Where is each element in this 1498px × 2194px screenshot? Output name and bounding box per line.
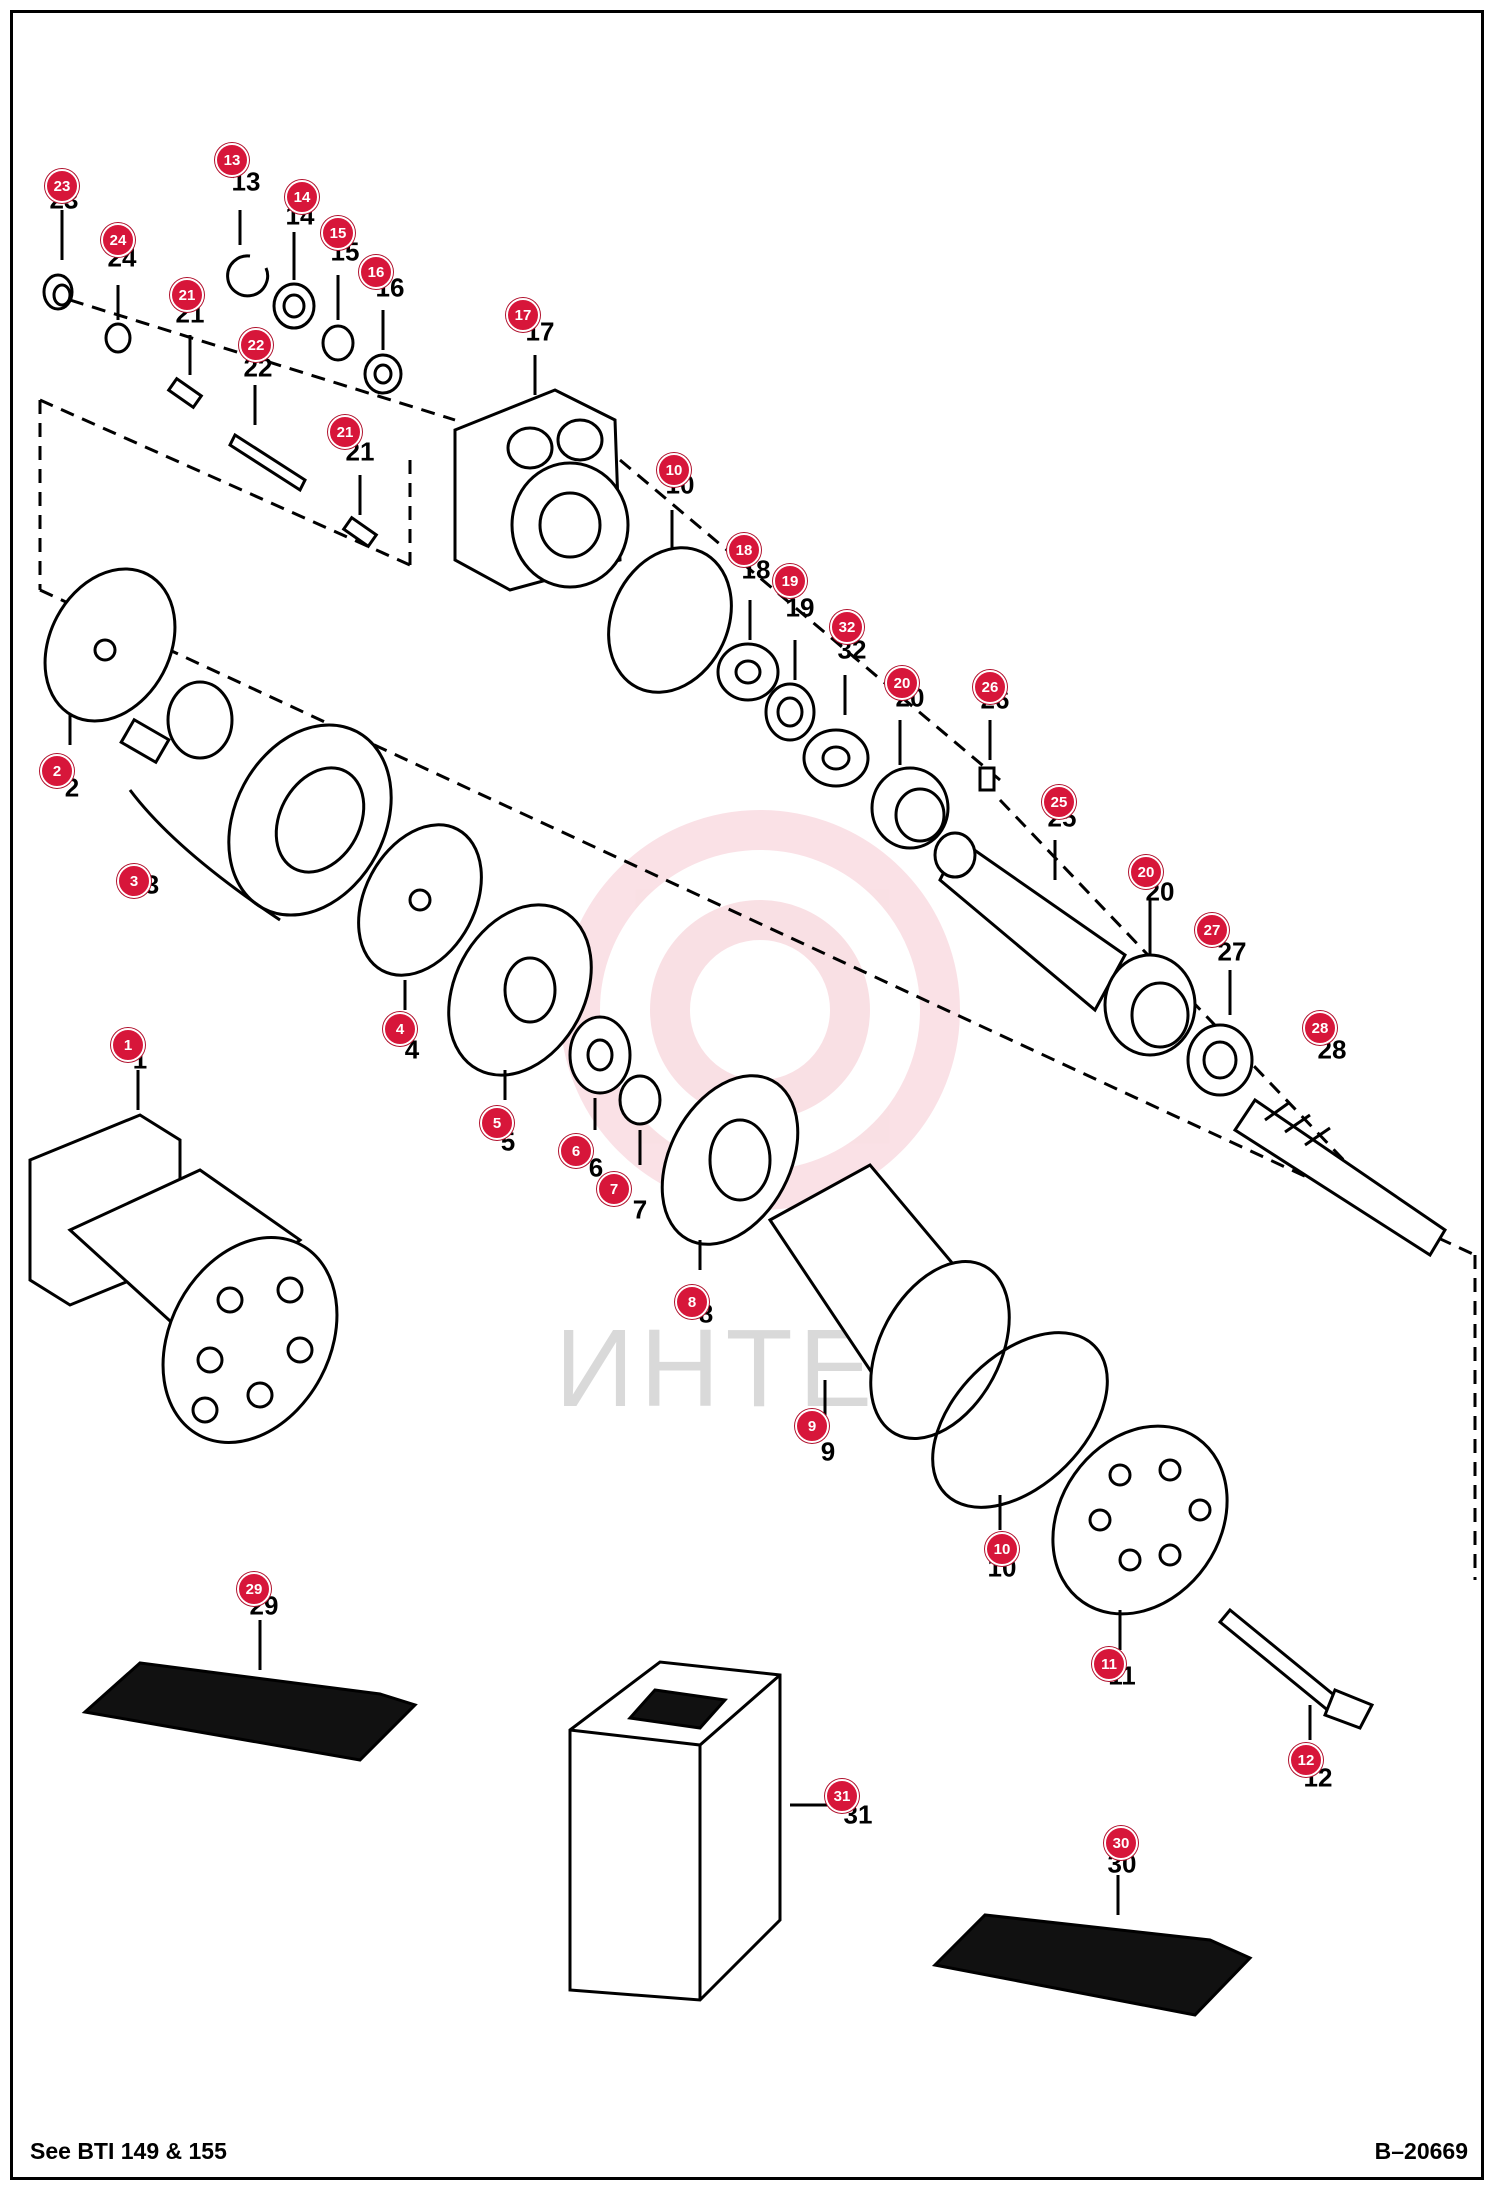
valve-plate-5-icon xyxy=(447,903,593,1077)
splined-shaft-28-icon xyxy=(1232,1097,1448,1258)
o-ring-15-icon xyxy=(321,324,355,362)
manifold-plate-8-icon xyxy=(660,1074,800,1246)
drawing-frame xyxy=(10,10,1484,2180)
spring-21-icon xyxy=(166,376,204,410)
part-number-6: 6 xyxy=(588,1152,604,1183)
callout-13[interactable]: 13 xyxy=(215,143,249,177)
callout-1[interactable]: 1 xyxy=(111,1028,145,1062)
seal-27-icon xyxy=(1186,1023,1254,1097)
seal-ring-10-icon xyxy=(607,546,733,694)
part-number-9: 9 xyxy=(820,1436,836,1467)
valve-6-icon xyxy=(568,1015,632,1095)
valve-housing-17-icon xyxy=(453,388,630,592)
callout-26[interactable]: 26 xyxy=(973,670,1007,704)
seal-kit-box-31-icon xyxy=(568,1660,782,2002)
seal-16-icon xyxy=(363,353,403,395)
callout-29[interactable]: 29 xyxy=(237,1572,271,1606)
output-shaft-25-icon xyxy=(933,831,1127,1013)
callout-21[interactable]: 21 xyxy=(170,278,204,312)
callout-7[interactable]: 7 xyxy=(597,1172,631,1206)
check-valve-22-icon xyxy=(228,432,307,493)
decal-29-icon xyxy=(81,1661,418,1762)
spring-21-lower-icon xyxy=(341,515,379,549)
callout-4[interactable]: 4 xyxy=(383,1012,417,1046)
part-number-7: 7 xyxy=(632,1194,648,1225)
sleeve-9-icon xyxy=(767,1163,1011,1440)
callout-6[interactable]: 6 xyxy=(559,1134,593,1168)
callout-10[interactable]: 10 xyxy=(657,453,691,487)
o-ring-7-icon xyxy=(618,1074,662,1126)
callout-20[interactable]: 20 xyxy=(885,666,919,700)
drawing-number: B–20669 xyxy=(1374,2138,1468,2164)
gerotor-set-3-icon xyxy=(119,680,393,922)
decal-30-icon xyxy=(931,1913,1253,2017)
callout-24[interactable]: 24 xyxy=(101,223,135,257)
callout-12[interactable]: 12 xyxy=(1289,1743,1323,1777)
key-26-icon xyxy=(978,766,996,792)
callout-21-lower[interactable]: 21 xyxy=(328,415,362,449)
callout-16[interactable]: 16 xyxy=(359,255,393,289)
callout-14[interactable]: 14 xyxy=(285,180,319,214)
callout-20-lower[interactable]: 20 xyxy=(1129,855,1163,889)
callout-19[interactable]: 19 xyxy=(773,564,807,598)
callout-8[interactable]: 8 xyxy=(675,1285,709,1319)
motor-assembly-1-icon xyxy=(28,1113,339,1444)
callout-5[interactable]: 5 xyxy=(480,1106,514,1140)
o-ring-24-icon xyxy=(104,322,132,354)
seal-ring-10-lower-icon xyxy=(931,1331,1109,1509)
washer-14-icon xyxy=(272,282,316,330)
callout-23[interactable]: 23 xyxy=(45,169,79,203)
callout-18[interactable]: 18 xyxy=(727,533,761,567)
callout-9[interactable]: 9 xyxy=(795,1409,829,1443)
end-cap-11-icon xyxy=(1051,1424,1229,1616)
thrust-bearing-19-icon xyxy=(764,682,816,742)
bolt-12-icon xyxy=(1217,1607,1375,1730)
bearing-20-lower-icon xyxy=(1103,953,1197,1057)
callout-17[interactable]: 17 xyxy=(506,298,540,332)
wear-plate-2-icon xyxy=(43,567,177,723)
callout-11[interactable]: 11 xyxy=(1092,1647,1126,1681)
callout-32[interactable]: 32 xyxy=(830,610,864,644)
callout-2[interactable]: 2 xyxy=(40,754,74,788)
washer-18-icon xyxy=(716,642,780,702)
callout-3[interactable]: 3 xyxy=(117,864,151,898)
footer-reference-note: See BTI 149 & 155 xyxy=(30,2138,227,2164)
callout-27[interactable]: 27 xyxy=(1195,913,1229,947)
washer-32-icon xyxy=(802,728,870,788)
callout-30[interactable]: 30 xyxy=(1104,1826,1138,1860)
retaining-ring-13-icon xyxy=(226,254,270,298)
callout-28[interactable]: 28 xyxy=(1303,1011,1337,1045)
callout-22[interactable]: 22 xyxy=(239,328,273,362)
balance-plate-4-icon xyxy=(357,823,483,977)
callout-15[interactable]: 15 xyxy=(321,216,355,250)
callout-31[interactable]: 31 xyxy=(825,1779,859,1813)
leader-lines xyxy=(60,210,1312,1915)
bearing-20-icon xyxy=(870,766,950,850)
callout-25[interactable]: 25 xyxy=(1042,785,1076,819)
callout-10-lower[interactable]: 10 xyxy=(985,1532,1019,1566)
plug-23-icon xyxy=(42,273,74,311)
